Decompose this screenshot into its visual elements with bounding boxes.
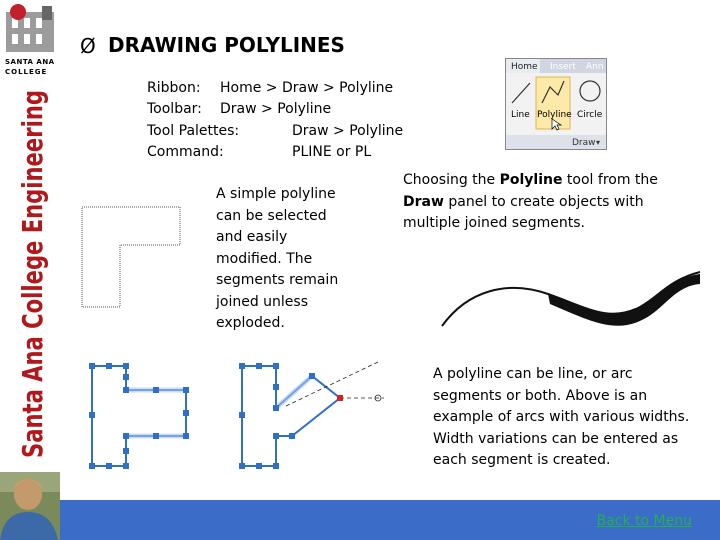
college-name-line1: SANTA ANA xyxy=(5,58,55,66)
college-name-line2: COLLEGE xyxy=(5,68,48,76)
simple-line-3: and easily xyxy=(216,229,288,245)
back-to-menu-link[interactable]: Back to Menu xyxy=(596,513,692,529)
simple-line-7: exploded. xyxy=(216,315,285,331)
ribbon-tab-home: Home xyxy=(511,62,538,72)
ribbon-panel-graphic: Home Insert Ann Line Polyline Circle Dra… xyxy=(506,59,606,149)
arcs-line-3: example of arcs with various widths. xyxy=(433,409,690,425)
access-command-label: Command: xyxy=(147,144,224,160)
line-tool-icon xyxy=(511,82,531,104)
grip-edit-polyline-example xyxy=(89,361,384,469)
slide-title: DRAWING POLYLINES xyxy=(108,33,345,57)
arcs-line-5: each segment is created. xyxy=(433,452,611,468)
access-toolbar-label: Toolbar: xyxy=(147,101,202,117)
simple-line-2: can be selected xyxy=(216,207,327,224)
access-palettes-label: Tool Palettes: xyxy=(147,123,240,139)
instructor-photo xyxy=(0,472,60,540)
simple-polyline-example xyxy=(81,206,181,308)
arc-polyline-example xyxy=(441,271,701,327)
access-toolbar-value: Draw > Polyline xyxy=(220,101,332,117)
choosing-text-1: Choosing the xyxy=(403,172,500,188)
line-tool-label: Line xyxy=(511,110,530,120)
access-command-value: PLINE or PL xyxy=(292,144,372,160)
access-ribbon-label: Ribbon: xyxy=(147,80,201,96)
choosing-bold-polyline: Polyline xyxy=(499,172,563,188)
polyline-tool-label: Polyline xyxy=(537,110,572,120)
simple-polyline-description: A simple polyline can be selected and ea… xyxy=(216,184,338,335)
mouse-cursor-icon xyxy=(551,118,563,131)
college-logo xyxy=(6,4,54,52)
ribbon-draw-panel: Home Insert Ann Line Polyline Circle Dra… xyxy=(505,58,607,150)
title-bullet-icon: Ø xyxy=(80,34,96,58)
polyline-grips xyxy=(89,363,315,469)
polyline-tool-icon xyxy=(541,80,565,104)
simple-line-1: A simple polyline xyxy=(216,186,336,202)
footer-bar xyxy=(60,500,720,540)
ribbon-tab-insert: Insert xyxy=(550,62,576,72)
banner-vertical-text: Santa Ana College Engineering xyxy=(16,90,49,458)
circle-tool-label: Circle xyxy=(577,110,603,120)
arcs-description: A polyline can be line, or arc segments … xyxy=(433,364,689,472)
access-ribbon-value: Home > Draw > Polyline xyxy=(220,80,394,96)
arcs-line-4: Width variations can be entered as xyxy=(433,430,679,447)
simple-line-5: segments remain xyxy=(216,272,339,288)
arcs-line-2: segments or both. Above is an xyxy=(433,387,648,404)
banner-vertical-label: Santa Ana College Engineering xyxy=(16,90,49,458)
college-banner xyxy=(0,0,60,540)
panel-expand-icon: ▾ xyxy=(596,138,600,147)
arcs-line-1: A polyline can be line, or arc xyxy=(433,366,633,382)
circle-tool-icon xyxy=(579,80,601,102)
simple-line-6: joined unless xyxy=(216,293,309,310)
choosing-bold-draw: Draw xyxy=(403,193,444,210)
choosing-text-3: panel to create objects with multiple jo… xyxy=(403,193,644,232)
ribbon-tab-ann: Ann xyxy=(586,62,604,72)
ribbon-panel-draw-label: Draw xyxy=(572,138,596,148)
access-palettes-value: Draw > Polyline xyxy=(292,123,404,139)
simple-line-4: modified. The xyxy=(216,250,313,267)
choosing-text-2: tool from the xyxy=(562,172,658,188)
